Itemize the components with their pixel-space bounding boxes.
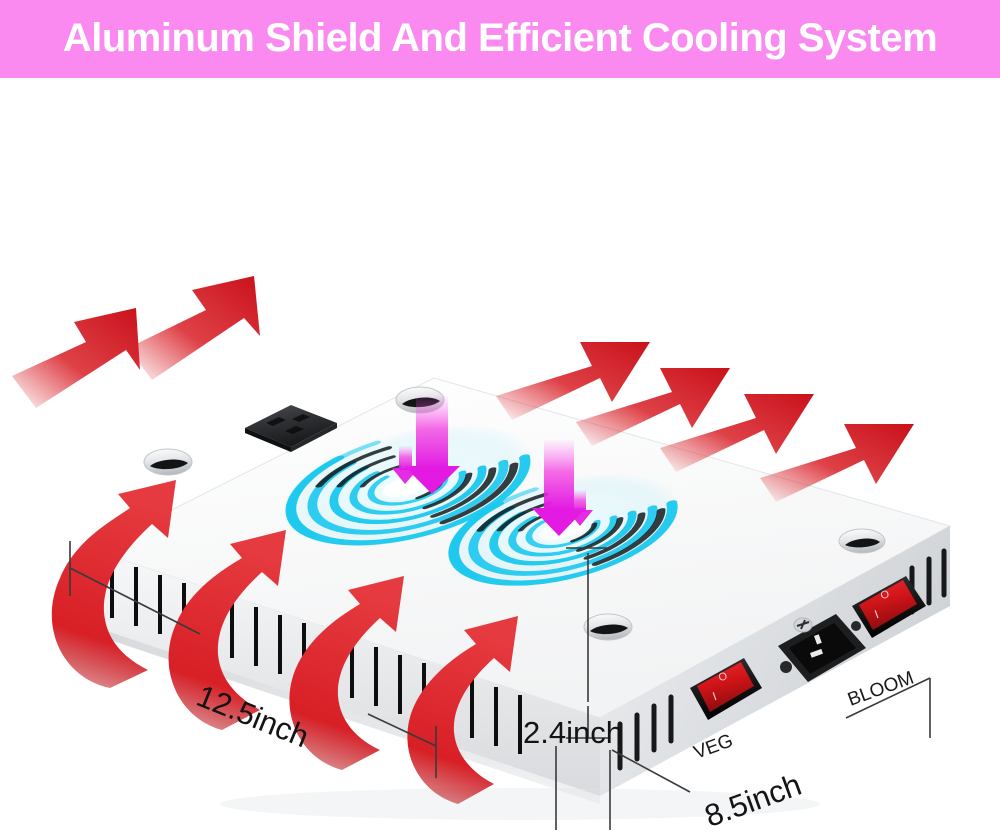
- hanging-hook-icon: [838, 528, 886, 554]
- exhaust-straight-arrow-icon: [760, 424, 914, 502]
- exhaust-curved-arrow-icon: [168, 530, 286, 730]
- iec-power-socket: [778, 614, 866, 682]
- exhaust-straight-arrow-icon: [128, 276, 260, 380]
- exhaust-curved-arrow-icon: [407, 616, 518, 804]
- intake-arrow-icon: [404, 396, 460, 494]
- cool-air-intake-arrows: [392, 396, 593, 536]
- dimension-height-label: 2.4inch: [523, 715, 623, 750]
- driver-label-plate: [245, 405, 337, 452]
- header-banner: Aluminum Shield And Efficient Cooling Sy…: [0, 0, 1000, 78]
- exhaust-straight-arrow-icon: [496, 342, 650, 420]
- page-title: Aluminum Shield And Efficient Cooling Sy…: [62, 16, 938, 60]
- bloom-switch[interactable]: O I: [852, 576, 926, 638]
- exhaust-straight-arrow-icon: [660, 394, 814, 472]
- product-right-face: [600, 526, 950, 796]
- hot-air-exhaust-arrows: [51, 480, 518, 804]
- intake-arrow-icon: [567, 490, 593, 526]
- vent-slots-right-a: [617, 694, 674, 771]
- hanging-hook-icon: [583, 613, 633, 641]
- hot-air-exhaust-arrows: [12, 276, 914, 502]
- exhaust-straight-arrow-icon: [12, 308, 140, 408]
- intake-arrow-icon: [392, 446, 419, 484]
- switch-marking-i: I: [711, 689, 719, 703]
- exhaust-curved-arrow-icon: [289, 576, 404, 770]
- product-illustration: O I O I: [12, 276, 952, 830]
- exhaust-curved-arrow-icon: [51, 480, 176, 688]
- switch-marking-i: I: [873, 607, 881, 621]
- intake-arrow-icon: [532, 440, 586, 536]
- ground-shadow: [220, 788, 820, 820]
- hanging-hook-icon: [143, 448, 193, 476]
- chassis-screw-icon: [793, 617, 813, 633]
- product-stage: O I O I: [0, 78, 1000, 835]
- dimension-lines: [69, 541, 931, 830]
- veg-switch[interactable]: O I: [690, 658, 762, 720]
- exhaust-straight-arrow-icon: [576, 368, 730, 446]
